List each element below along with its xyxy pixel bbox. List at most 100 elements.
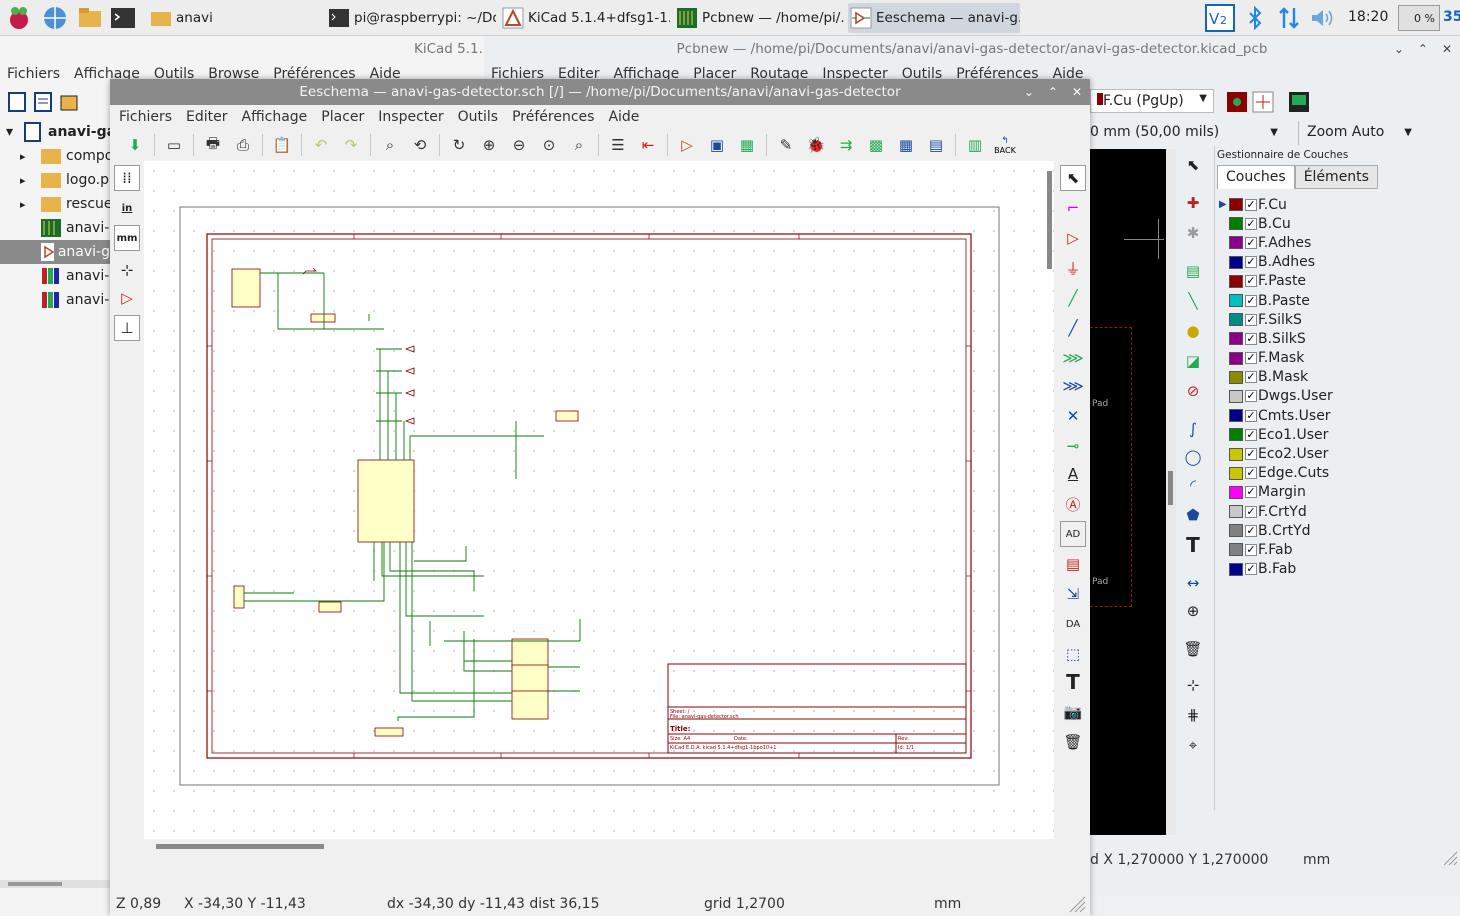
- layer-visibility-checkbox[interactable]: ✓: [1245, 408, 1257, 422]
- layer-visibility-checkbox[interactable]: ✓: [1245, 485, 1257, 499]
- layer-color-swatch[interactable]: [1229, 351, 1243, 365]
- erc-icon[interactable]: 🐞: [806, 136, 826, 154]
- grid-origin-icon[interactable]: ⋕: [1186, 706, 1200, 724]
- bluetooth-icon[interactable]: [1246, 6, 1264, 30]
- layer-row[interactable]: ✓B.Mask: [1219, 368, 1460, 387]
- layer-visibility-checkbox[interactable]: ✓: [1245, 370, 1257, 384]
- expander-icon[interactable]: ▸: [20, 149, 26, 163]
- menu-preferences[interactable]: Préférences: [956, 66, 1039, 82]
- new-project-icon[interactable]: [6, 91, 28, 113]
- scripting-console-icon[interactable]: [1288, 91, 1310, 113]
- horizontal-scrollbar[interactable]: [0, 880, 110, 888]
- add-text-icon[interactable]: T: [1066, 670, 1080, 694]
- delete-tool-icon[interactable]: 🗑: [1183, 640, 1203, 658]
- back-annotate-icon[interactable]: ↰BACK: [994, 135, 1016, 155]
- undo-icon[interactable]: ↶: [314, 136, 328, 154]
- measure-tool-icon[interactable]: ⌖: [1188, 736, 1198, 754]
- terminal-icon[interactable]: [110, 5, 136, 31]
- tree-item-folder[interactable]: ▸compor: [0, 144, 484, 168]
- menu-preferences[interactable]: Préférences: [512, 109, 595, 125]
- layer-color-swatch[interactable]: [1229, 198, 1243, 212]
- bom-icon[interactable]: ▤: [928, 136, 944, 154]
- raspberry-menu-icon[interactable]: [6, 5, 32, 31]
- add-zone-icon[interactable]: ◪: [1185, 352, 1201, 370]
- open-project-icon[interactable]: [58, 91, 80, 113]
- layer-color-swatch[interactable]: [1229, 294, 1243, 308]
- menu-inspecter[interactable]: Inspecter: [822, 66, 888, 82]
- symbol-editor-icon[interactable]: ▷: [681, 136, 693, 154]
- tree-item-folder[interactable]: ▸rescue-: [0, 192, 484, 216]
- resize-grip-icon[interactable]: [1442, 850, 1458, 866]
- menu-aide[interactable]: Aide: [369, 66, 401, 82]
- pcb-canvas[interactable]: Pad Pad: [1090, 149, 1166, 835]
- layer-row[interactable]: ✓F.CrtYd: [1219, 502, 1460, 521]
- grid-toggle-icon[interactable]: ⁞⁞: [114, 165, 140, 191]
- expander-icon[interactable]: ▸: [20, 197, 26, 211]
- add-global-label-icon[interactable]: Ⓐ: [1065, 495, 1081, 514]
- print-icon[interactable]: 🖶: [205, 133, 221, 152]
- expander-icon[interactable]: ▾: [6, 124, 14, 140]
- menu-preferences[interactable]: Préférences: [273, 66, 356, 82]
- redraw-icon[interactable]: ↻: [452, 136, 466, 154]
- redo-icon[interactable]: ↷: [344, 136, 358, 154]
- layer-color-swatch[interactable]: [1229, 255, 1243, 269]
- tree-item-library[interactable]: anavi-g: [0, 264, 484, 288]
- menu-editer[interactable]: Editer: [186, 109, 228, 125]
- line-orientation-icon[interactable]: ⊥: [114, 315, 140, 341]
- save-icon[interactable]: ⬇: [128, 136, 142, 154]
- layer-row[interactable]: ✓Eco2.User: [1219, 444, 1460, 463]
- annotate-icon[interactable]: ✎: [779, 136, 793, 154]
- layer-visibility-checkbox[interactable]: ✓: [1245, 447, 1257, 461]
- netlist-icon[interactable]: ▩: [868, 136, 884, 154]
- layer-visibility-checkbox[interactable]: ✓: [1245, 389, 1257, 403]
- page-settings-icon[interactable]: ▭: [166, 136, 182, 154]
- menu-fichiers[interactable]: Fichiers: [491, 66, 545, 82]
- schematic-canvas[interactable]: Sheet: / File: anavi-gas-detector.sch Ti…: [144, 161, 1054, 839]
- menu-affichage[interactable]: Affichage: [74, 66, 140, 82]
- layer-color-swatch[interactable]: [1229, 505, 1243, 519]
- layer-visibility-checkbox[interactable]: ✓: [1245, 255, 1257, 269]
- no-connect-icon[interactable]: ✕: [1066, 407, 1080, 425]
- layer-row[interactable]: ✓Edge.Cuts: [1219, 464, 1460, 483]
- add-line-icon[interactable]: ∫: [1189, 420, 1197, 438]
- auto-track-width-icon[interactable]: [1252, 91, 1274, 113]
- layer-color-swatch[interactable]: [1229, 409, 1243, 423]
- fields-editor-icon[interactable]: ▦: [898, 136, 914, 154]
- tab-couches[interactable]: Couches: [1217, 165, 1295, 189]
- layer-color-swatch[interactable]: [1229, 543, 1243, 557]
- select-tool-icon[interactable]: ⬉: [1060, 165, 1086, 191]
- menu-editer[interactable]: Editer: [558, 66, 600, 82]
- layer-row[interactable]: ✓B.Fab: [1219, 560, 1460, 579]
- layer-row[interactable]: ▶✓F.Cu: [1219, 195, 1460, 214]
- select-tool-icon[interactable]: ⬉: [1186, 156, 1200, 174]
- add-graphic-lines-icon[interactable]: ⬚: [1065, 645, 1081, 663]
- vertical-scrollbar[interactable]: [1166, 149, 1176, 835]
- layer-visibility-checkbox[interactable]: ✓: [1245, 562, 1257, 576]
- import-sheet-pin-icon[interactable]: ⇲: [1066, 585, 1080, 603]
- add-wire-icon[interactable]: ╱: [1068, 289, 1078, 307]
- layer-visibility-checkbox[interactable]: ✓: [1245, 427, 1257, 441]
- add-sheet-icon[interactable]: ▤: [1065, 555, 1081, 573]
- layer-color-swatch[interactable]: [1229, 466, 1243, 480]
- layer-color-swatch[interactable]: [1229, 274, 1243, 288]
- layer-row[interactable]: ✓Dwgs.User: [1219, 387, 1460, 406]
- close-icon[interactable]: ✕: [1071, 85, 1082, 99]
- new-from-template-icon[interactable]: [32, 91, 54, 113]
- layer-row[interactable]: ✓Eco1.User: [1219, 425, 1460, 444]
- maximize-icon[interactable]: ⌃: [1417, 42, 1428, 56]
- browser-icon[interactable]: [42, 5, 68, 31]
- add-text-icon[interactable]: T: [1186, 533, 1200, 557]
- add-junction-icon[interactable]: ⊸: [1066, 437, 1080, 455]
- delete-tool-icon[interactable]: 🗑: [1063, 733, 1083, 751]
- resize-grip-icon[interactable]: [1068, 895, 1086, 913]
- layer-visibility-checkbox[interactable]: ✓: [1245, 235, 1257, 249]
- close-icon[interactable]: ✕: [1441, 42, 1452, 56]
- layer-row[interactable]: ✓Margin: [1219, 483, 1460, 502]
- add-dimension-icon[interactable]: ↔: [1186, 574, 1200, 592]
- layer-row[interactable]: ✓B.Adhes: [1219, 253, 1460, 272]
- tree-item-library[interactable]: anavi-g: [0, 288, 484, 312]
- layer-row[interactable]: ✓B.CrtYd: [1219, 521, 1460, 540]
- layer-select[interactable]: F.Cu (PgUp)▼: [1090, 89, 1214, 113]
- tree-item-schematic[interactable]: anavi-g: [0, 240, 110, 264]
